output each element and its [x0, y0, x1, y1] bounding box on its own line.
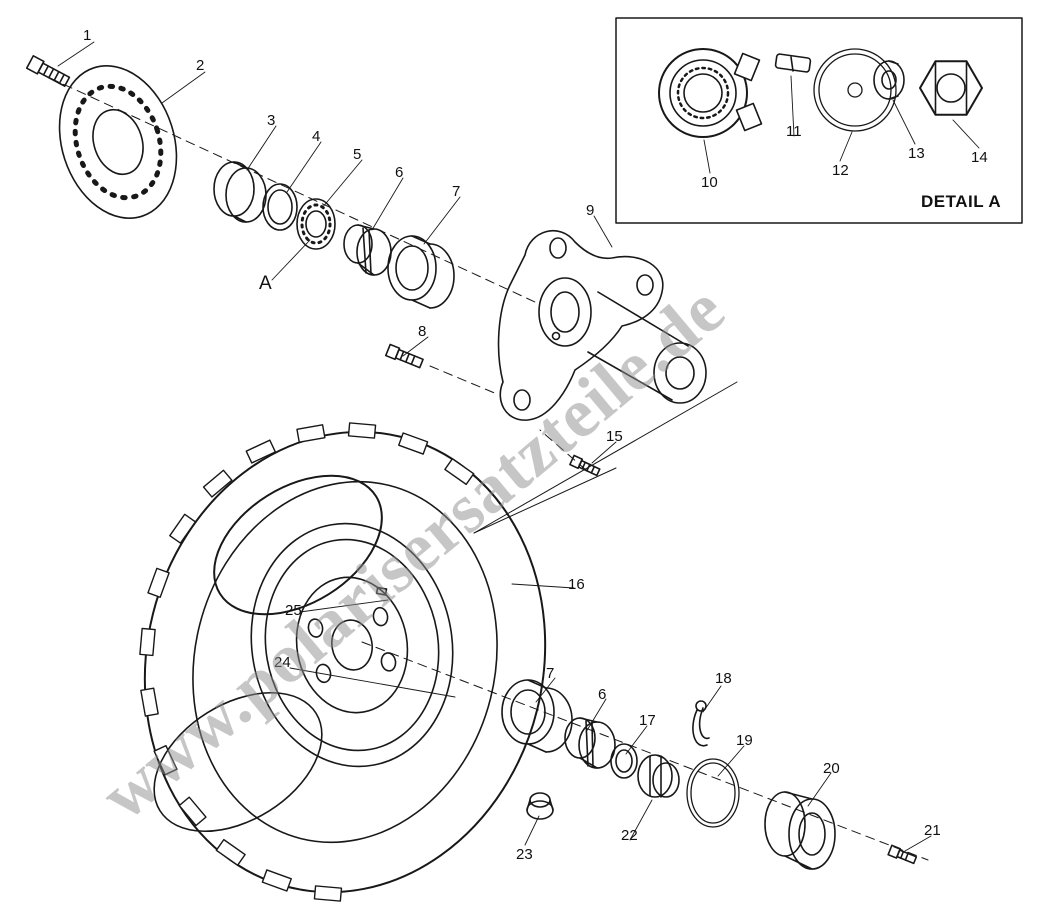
callout-part-6: 6 [395, 164, 404, 181]
part-bearing-inner [296, 198, 336, 250]
callout-part-7-lower: 7 [546, 665, 555, 682]
callout-part-17: 17 [639, 712, 656, 729]
callout-part-7: 7 [452, 183, 461, 200]
section-marker-a: A [259, 273, 272, 294]
part-washer-17 [610, 743, 638, 779]
callout-part-14: 14 [971, 149, 988, 166]
part-cotter-pin [692, 700, 710, 747]
callout-part-13: 13 [908, 145, 925, 162]
callout-part-3: 3 [267, 112, 276, 129]
part-bolt-1 [25, 55, 71, 87]
callout-part-21: 21 [924, 822, 941, 839]
part-bearing-cone-lower [564, 717, 616, 769]
part-tire [139, 422, 547, 902]
part-brake-disc [58, 65, 178, 219]
callout-part-18: 18 [715, 670, 732, 687]
detail-a-label: DETAIL A [921, 192, 1002, 211]
part-nut-22 [637, 754, 680, 798]
callout-part-5: 5 [353, 146, 362, 163]
part-hub-carrier [497, 229, 707, 421]
callout-part-9: 9 [586, 202, 595, 219]
part-ring-19 [686, 758, 740, 828]
callout-part-19: 19 [736, 732, 753, 749]
valve-stem [375, 586, 388, 596]
callout-part-6-lower: 6 [598, 686, 607, 703]
callout-part-4: 4 [312, 128, 321, 145]
part-bearing-cone [343, 224, 392, 276]
part-bearing-cup [387, 235, 455, 309]
callout-part-8: 8 [418, 323, 427, 340]
callout-part-24: 24 [274, 654, 291, 671]
part-bolt-8 [384, 343, 424, 369]
callout-part-10: 10 [701, 174, 718, 191]
part-rim [250, 522, 454, 768]
tire-tread-blocks [139, 422, 475, 902]
callout-part-16: 16 [568, 576, 585, 593]
part-washer [262, 183, 298, 231]
callout-part-12: 12 [832, 162, 849, 179]
callout-part-15: 15 [606, 428, 623, 445]
part-washer-13 [873, 60, 905, 100]
part-hex-nut-14 [919, 60, 983, 116]
callout-part-2: 2 [196, 57, 205, 74]
callout-part-11: 11 [786, 123, 802, 140]
part-pin-11 [774, 53, 812, 73]
leader-lines [57, 41, 980, 852]
part-disc-12 [813, 48, 897, 132]
callout-part-1: 1 [83, 27, 92, 44]
callout-part-20: 20 [823, 760, 840, 777]
part-bearing-cup-lower [501, 679, 573, 753]
part-screw-21 [887, 844, 918, 865]
part-nut-23 [526, 792, 554, 820]
guide-lines [473, 381, 738, 534]
callout-part-22: 22 [621, 827, 638, 844]
callout-part-23: 23 [516, 846, 533, 863]
callout-part-25: 25 [285, 602, 302, 619]
part-screw-15 [569, 454, 601, 477]
part-locking-hub-10 [658, 48, 763, 138]
part-spacer [213, 161, 267, 223]
part-hub-cap [764, 791, 836, 870]
detail-inset-box [615, 17, 1023, 224]
